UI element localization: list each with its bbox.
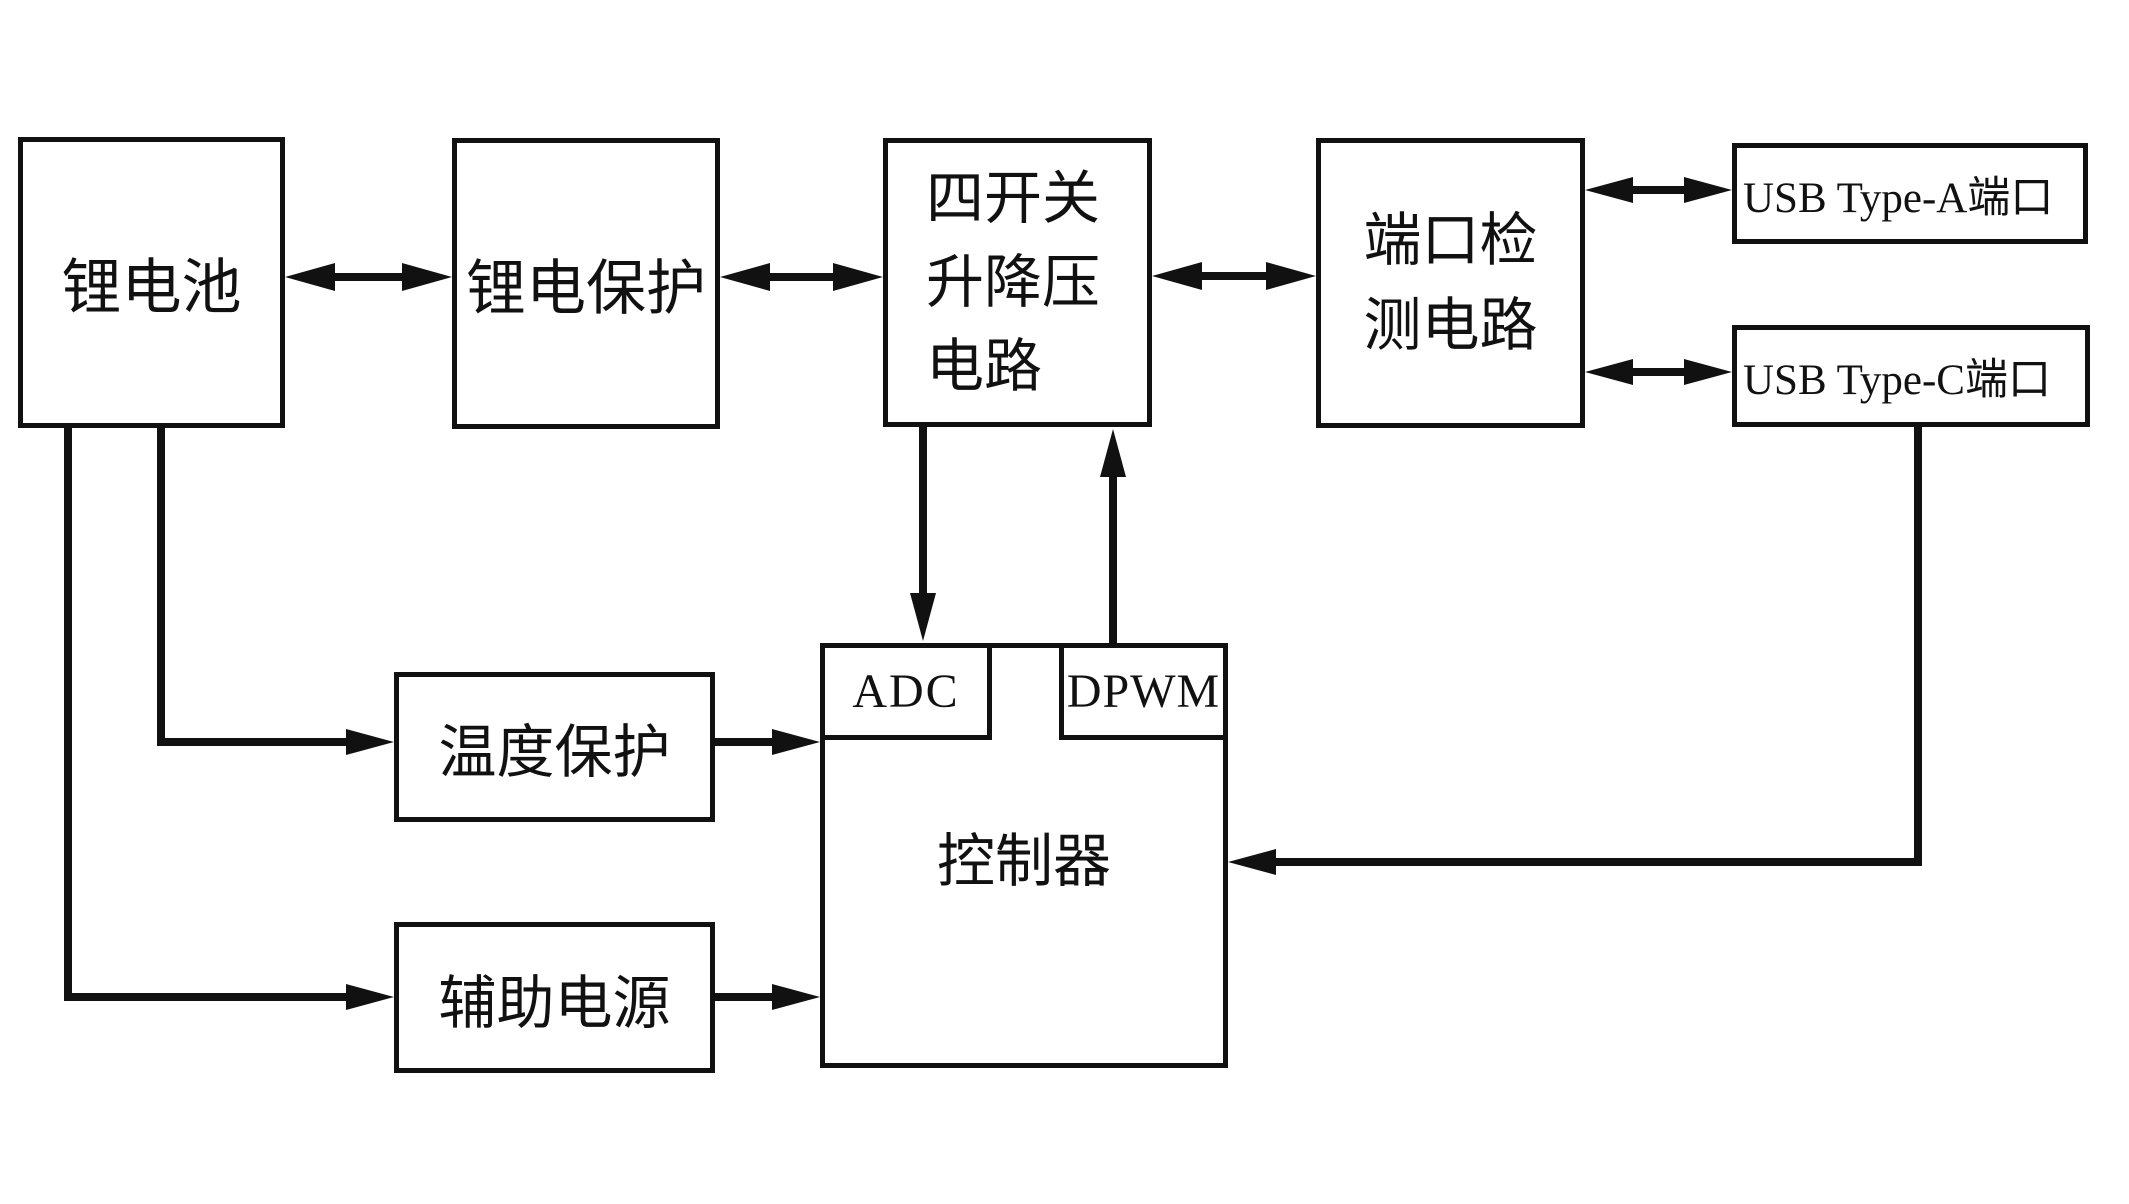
buck-boost-line-2: 升降压 [926,249,1101,315]
arrow-battery-to-tempprotection [157,424,394,755]
arrow-buckboost-portdetect [1152,262,1316,290]
arrow-dpwm-to-buckboost [1100,429,1126,643]
dpwm-box: DPWM [1059,643,1228,740]
battery-label: 锂电池 [61,255,242,321]
temperature-protection-box: 温度保护 [394,672,715,822]
usb-type-c-port-box: USB Type-C端口 [1732,325,2090,427]
arrow-auxpower-to-controller [715,984,820,1010]
temperature-protection-label: 温度保护 [438,720,671,785]
adc-box: ADC [820,643,992,740]
battery-protection-label: 锂电保护 [466,256,706,322]
arrow-usbc-to-controller [1228,423,1922,875]
usb-type-a-label: USB Type-A端口 [1743,174,2054,222]
arrow-battery-protection [285,263,452,291]
arrow-battery-to-auxpower [64,424,394,1010]
arrow-buckboost-to-adc [910,423,936,641]
arrow-portdetect-usba [1585,177,1732,203]
battery-protection-box: 锂电保护 [452,138,720,429]
port-detect-line-2: 测电路 [1363,293,1538,358]
adc-label: ADC [852,665,960,718]
usb-type-c-label: USB Type-C端口 [1743,357,2051,404]
auxiliary-power-box: 辅助电源 [394,922,715,1073]
port-detect-line-1: 端口检 [1363,208,1538,273]
buck-boost-line-3: 电路 [926,333,1043,399]
auxiliary-power-label: 辅助电源 [438,970,671,1036]
usb-type-a-port-box: USB Type-A端口 [1732,143,2088,244]
controller-label: 控制器 [936,828,1111,894]
buck-boost-circuit-box: 四开关 升降压 电路 [883,138,1152,427]
dpwm-label: DPWM [1066,665,1221,718]
port-detect-circuit-box: 端口检 测电路 [1316,138,1585,428]
arrow-protection-buckboost [720,263,883,291]
arrow-portdetect-usbc [1585,359,1732,385]
arrow-tempprotection-to-controller [715,729,820,755]
buck-boost-line-1: 四开关 [926,165,1101,231]
battery-box: 锂电池 [18,137,285,428]
